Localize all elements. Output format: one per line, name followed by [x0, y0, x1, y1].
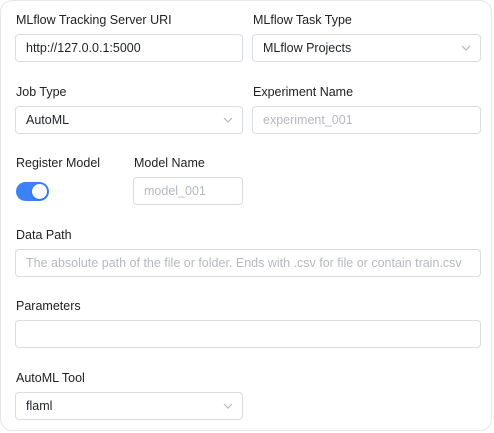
mlflow-uri-label: MLflow Tracking Server URI [16, 13, 172, 27]
automl-tool-label: AutoML Tool [16, 371, 85, 385]
toggle-knob [32, 184, 47, 199]
automl-tool-selected: flaml [26, 399, 53, 413]
parameters-input[interactable] [15, 320, 481, 348]
chevron-down-icon [461, 45, 471, 51]
data-path-placeholder: The absolute path of the file or folder.… [26, 256, 462, 270]
experiment-name-label: Experiment Name [253, 85, 354, 99]
model-name-input[interactable]: model_001 [133, 177, 243, 205]
chevron-down-icon [223, 403, 233, 409]
chevron-down-icon [223, 117, 233, 123]
task-type-label: MLflow Task Type [253, 13, 352, 27]
task-type-select[interactable]: MLflow Projects [252, 34, 481, 62]
model-name-label: Model Name [134, 156, 205, 170]
automl-tool-select[interactable]: flaml [15, 392, 243, 420]
register-model-label: Register Model [16, 156, 101, 170]
job-type-selected: AutoML [26, 113, 70, 127]
parameters-label: Parameters [16, 299, 81, 313]
mlflow-uri-value: http://127.0.0.1:5000 [26, 41, 141, 55]
data-path-label: Data Path [16, 228, 72, 242]
job-type-label: Job Type [16, 85, 67, 99]
data-path-input[interactable]: The absolute path of the file or folder.… [15, 249, 481, 277]
model-name-placeholder: model_001 [144, 184, 206, 198]
job-type-select[interactable]: AutoML [15, 106, 243, 134]
experiment-name-placeholder: experiment_001 [263, 113, 353, 127]
task-type-selected: MLflow Projects [263, 41, 352, 55]
register-model-toggle[interactable] [16, 182, 49, 201]
mlflow-uri-input[interactable]: http://127.0.0.1:5000 [15, 34, 243, 62]
experiment-name-input[interactable]: experiment_001 [252, 106, 481, 134]
